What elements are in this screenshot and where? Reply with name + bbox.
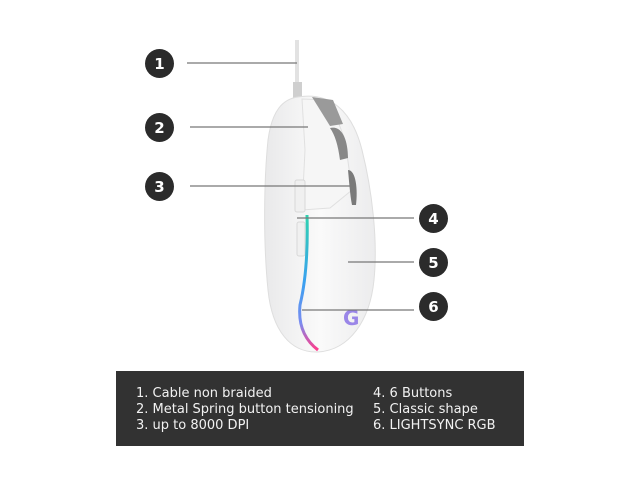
legend-column-right: 4. 6 Buttons 5. Classic shape 6. LIGHTSY… [373, 386, 496, 434]
scroll-wheel [330, 127, 348, 160]
legend-item: 3. up to 8000 DPI [136, 418, 250, 433]
metal-spring [312, 97, 343, 126]
callout-2: 2 [145, 113, 174, 142]
legend-item: 2. Metal Spring button tensioning [136, 402, 354, 417]
leader-lines [187, 62, 414, 311]
side-button-back [296, 221, 306, 257]
side-button-front [294, 179, 306, 213]
legend-item: 6. LIGHTSYNC RGB [373, 418, 496, 433]
legend-item: 4. 6 Buttons [373, 386, 453, 401]
callout-6: 6 [419, 292, 448, 321]
legend-item: 5. Classic shape [373, 402, 478, 417]
legend-item: 1. Cable non braided [136, 386, 272, 401]
g-logo-icon: G [343, 306, 359, 330]
cable-strain-relief [293, 82, 302, 98]
callout-4: 4 [419, 204, 448, 233]
legend-column-left: 1. Cable non braided 2. Metal Spring but… [136, 386, 354, 434]
dpi-button [348, 170, 357, 205]
feature-legend: 1. Cable non braided 2. Metal Spring but… [116, 371, 524, 446]
callout-5: 5 [419, 248, 448, 277]
callout-3: 3 [145, 172, 174, 201]
callout-1: 1 [145, 49, 174, 78]
lightsync-strip [298, 214, 319, 352]
